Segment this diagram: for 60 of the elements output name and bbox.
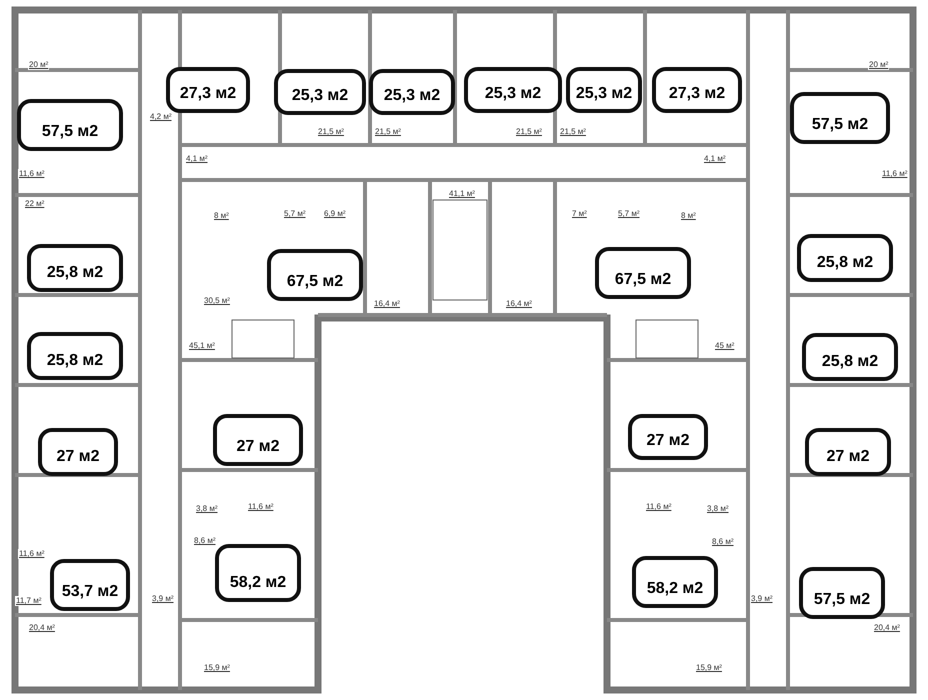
apartment-area-box: 67,5 м2 [595,247,691,299]
room-area-label: 11,6 м² [18,549,46,559]
room-area-label: 41,1 м² [448,189,476,199]
room-area-label: 8,6 м² [711,537,735,547]
room-area-label: 15,9 м² [695,663,723,673]
room-area-label: 8,6 м² [193,536,217,546]
room-area-label: 45,1 м² [188,341,216,351]
room-area-label: 3,8 м² [706,504,730,514]
apartment-area-box: 27,3 м2 [652,67,742,113]
apartment-area-box: 57,5 м2 [17,99,123,151]
apartment-area-box: 27 м2 [805,428,891,476]
apartment-area-box: 53,7 м2 [50,559,130,611]
room-area-label: 4,1 м² [185,154,209,164]
room-area-label: 3,8 м² [195,504,219,514]
apartment-area-box: 25,8 м2 [27,332,123,380]
apartment-area-box: 27 м2 [628,414,708,460]
room-area-label: 21,5 м² [515,127,543,137]
room-area-label: 20 м² [868,60,890,70]
room-area-label: 21,5 м² [374,127,402,137]
apartment-area-box: 25,3 м2 [274,69,366,115]
room-area-label: 4,2 м² [149,112,173,122]
room-area-label: 11,6 м² [881,169,908,179]
room-area-label: 22 м² [24,199,46,209]
room-area-label: 4,1 м² [703,154,727,164]
room-area-label: 5,7 м² [283,209,307,219]
room-area-label: 11,6 м² [645,502,672,512]
room-area-label: 11,6 м² [18,169,46,179]
apartment-area-box: 67,5 м2 [267,249,363,301]
room-area-label: 3,9 м² [750,594,774,604]
apartment-area-box: 27,3 м2 [166,67,250,113]
apartment-area-box: 25,3 м2 [464,67,562,113]
room-area-label: 16,4 м² [505,299,533,309]
room-area-label: 30,5 м² [203,296,231,306]
room-area-label: 8 м² [213,211,230,221]
apartment-area-box: 58,2 м2 [215,544,301,602]
apartment-area-box: 25,3 м2 [369,69,455,115]
apartment-area-box: 25,8 м2 [27,244,123,292]
room-area-label: 11,7 м² [15,596,42,606]
apartment-area-box: 25,8 м2 [797,234,893,282]
room-area-label: 5,7 м² [617,209,641,219]
apartment-area-box: 57,5 м2 [790,92,890,144]
room-area-label: 20,4 м² [873,623,901,633]
room-area-label: 20 м² [28,60,50,70]
room-area-label: 7 м² [571,209,588,219]
room-area-label: 15,9 м² [203,663,231,673]
apartment-area-box: 27 м2 [213,414,303,466]
room-area-label: 11,6 м² [247,502,274,512]
room-area-label: 16,4 м² [373,299,401,309]
room-area-label: 3,9 м² [151,594,175,604]
room-area-label: 8 м² [680,211,697,221]
room-area-label: 6,9 м² [323,209,347,219]
room-area-label: 21,5 м² [559,127,587,137]
room-area-label: 21,5 м² [317,127,345,137]
room-area-label: 45 м² [714,341,736,351]
apartment-area-box: 25,3 м2 [566,67,642,113]
apartment-area-box: 57,5 м2 [799,567,885,619]
apartment-area-box: 58,2 м2 [632,556,718,608]
apartment-area-box: 25,8 м2 [802,333,898,381]
apartment-area-box: 27 м2 [38,428,118,476]
room-area-label: 20,4 м² [28,623,56,633]
